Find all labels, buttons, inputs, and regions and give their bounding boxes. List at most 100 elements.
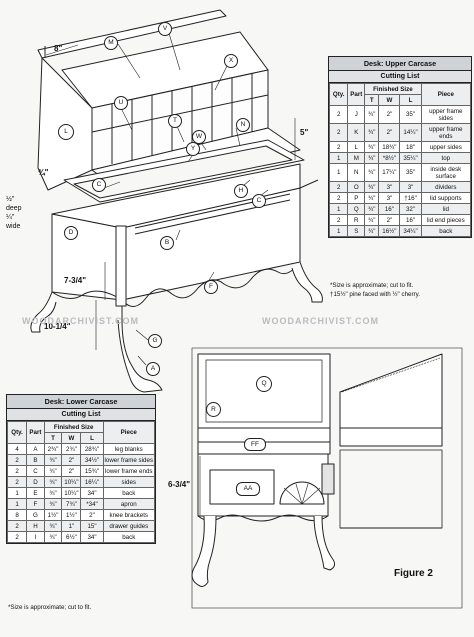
part-label-h: H (234, 184, 248, 198)
upper-header-piece: Piece (420, 83, 472, 106)
dim-groove-deep: ½" (6, 196, 15, 203)
part-label-t: T (168, 114, 182, 128)
lower-table-cell-part: I (26, 531, 45, 543)
lower-table-cell-piece: knee brackets (102, 509, 156, 521)
part-label-v: V (158, 22, 172, 36)
upper-table-cell-w: 2" (378, 123, 401, 142)
upper-table-cell-piece: lid (420, 203, 472, 215)
lower-table-cell-qty: 1 (6, 498, 28, 510)
lower-table-cell-l: 2" (80, 509, 104, 521)
upper-table-cell-w: 16" (378, 203, 401, 215)
dim-groove-wide: ¼" (6, 214, 15, 221)
upper-table-cell-t: ¾" (364, 225, 380, 237)
lower-table-cell-qty: 8 (6, 509, 28, 521)
upper-table-cell-piece: back (420, 225, 472, 237)
lower-table-cell-piece: sides (102, 476, 156, 488)
upper-table-cell-l: 32" (399, 203, 422, 215)
lower-header-w: W (61, 432, 82, 444)
lower-table-cell-part: C (26, 465, 45, 477)
lower-table-cell-piece: leg blanks (102, 443, 156, 455)
upper-table-cell-part: O (347, 181, 366, 193)
fig2-label-q: Q (256, 376, 272, 392)
lower-table-cell-t: ¾" (43, 487, 63, 499)
upper-header-l: L (399, 94, 422, 106)
lower-header-piece: Piece (102, 421, 156, 444)
lower-table-cell-part: B (26, 454, 45, 466)
dim-leg-height: 10-1/4" (44, 322, 71, 331)
upper-table-cell-l: 18" (399, 141, 422, 153)
upper-table-cell-part: J (347, 105, 366, 124)
lower-cutting-list: Desk: Lower Carcase Cutting List Qty. Pa… (6, 394, 156, 544)
upper-header-part: Part (347, 83, 366, 106)
upper-cutting-list: Desk: Upper Carcase Cutting List Qty. Pa… (328, 56, 472, 238)
lower-table-cell-piece: back (102, 487, 156, 499)
part-label-n: N (236, 118, 250, 132)
lower-table-cell-w: 10¼" (61, 476, 82, 488)
upper-table-cell-piece: lid end pieces (420, 214, 472, 226)
lower-table-cell-w: 10¼" (61, 487, 82, 499)
lower-table-cell-l: 34" (80, 531, 104, 543)
upper-table-cell-l: 16" (399, 214, 422, 226)
lower-table-cell-qty: 2 (6, 520, 28, 532)
lower-table-cell-qty: 2 (6, 476, 28, 488)
lower-table-cell-t: ¾" (43, 465, 63, 477)
lower-table-subtitle: Cutting List (7, 409, 155, 421)
figure-2-label: Figure 2 (394, 568, 433, 579)
dim-groove-deep-word: deep (6, 205, 22, 212)
lower-table-cell-part: E (26, 487, 45, 499)
upper-table-note-2: †15½" pine faced with ½" cherry. (330, 291, 420, 298)
upper-table-cell-qty: 2 (328, 192, 349, 204)
part-label-x: X (224, 54, 238, 68)
lower-table-cell-w: 1½" (61, 509, 82, 521)
lower-table-cell-qty: 2 (6, 465, 28, 477)
upper-table-cell-t: ¾" (364, 141, 380, 153)
upper-table-cell-piece: upper sides (420, 141, 472, 153)
upper-table-cell-l: 35" (399, 105, 422, 124)
upper-table-cell-piece: upper frame sides (420, 105, 472, 124)
upper-header-w: W (378, 94, 401, 106)
fig2-label-r: R (206, 402, 221, 417)
watermark-right: WOODARCHIVIST.COM (262, 316, 379, 326)
lower-table-cell-l: 34" (80, 487, 104, 499)
upper-table-cell-piece: inside desk surface (420, 163, 472, 182)
upper-table-cell-w: 17¼" (378, 163, 401, 182)
upper-table-cell-l: 35¼" (399, 152, 422, 164)
upper-table-cell-w: 3" (378, 192, 401, 204)
upper-table-cell-part: N (347, 163, 366, 182)
dim-apron-height: 7-3/4" (64, 276, 87, 285)
part-label-c-right: C (252, 194, 266, 208)
upper-table-cell-piece: lid supports (420, 192, 472, 204)
fig2-label-ff: FF (244, 438, 266, 451)
lower-table-note: *Size is approximate; cut to fit. (8, 604, 92, 611)
upper-table-cell-qty: 1 (328, 225, 349, 237)
upper-table-cell-t: ¾" (364, 214, 380, 226)
dim-groove-wide-word: wide (6, 223, 21, 230)
upper-table-cell-l: 14¼" (399, 123, 422, 142)
upper-table-cell-part: S (347, 225, 366, 237)
upper-table-cell-qty: 1 (328, 163, 349, 182)
upper-table-cell-t: ¾" (364, 163, 380, 182)
lower-table-cell-w: 2" (61, 465, 82, 477)
upper-table-cell-w: 16½" (378, 225, 401, 237)
upper-table-cell-qty: 2 (328, 214, 349, 226)
upper-table-cell-w: 3" (378, 181, 401, 193)
lower-table-cell-l: 15" (80, 520, 104, 532)
part-label-u: U (114, 96, 128, 110)
lower-table-cell-piece: back (102, 531, 156, 543)
upper-table-cell-qty: 2 (328, 181, 349, 193)
upper-table-title: Desk: Upper Carcase (329, 57, 471, 71)
upper-table-cell-t: ¾" (364, 181, 380, 193)
upper-table-cell-qty: 2 (328, 141, 349, 153)
lower-table-cell-l: 16¼" (80, 476, 104, 488)
part-label-w: W (192, 130, 206, 144)
